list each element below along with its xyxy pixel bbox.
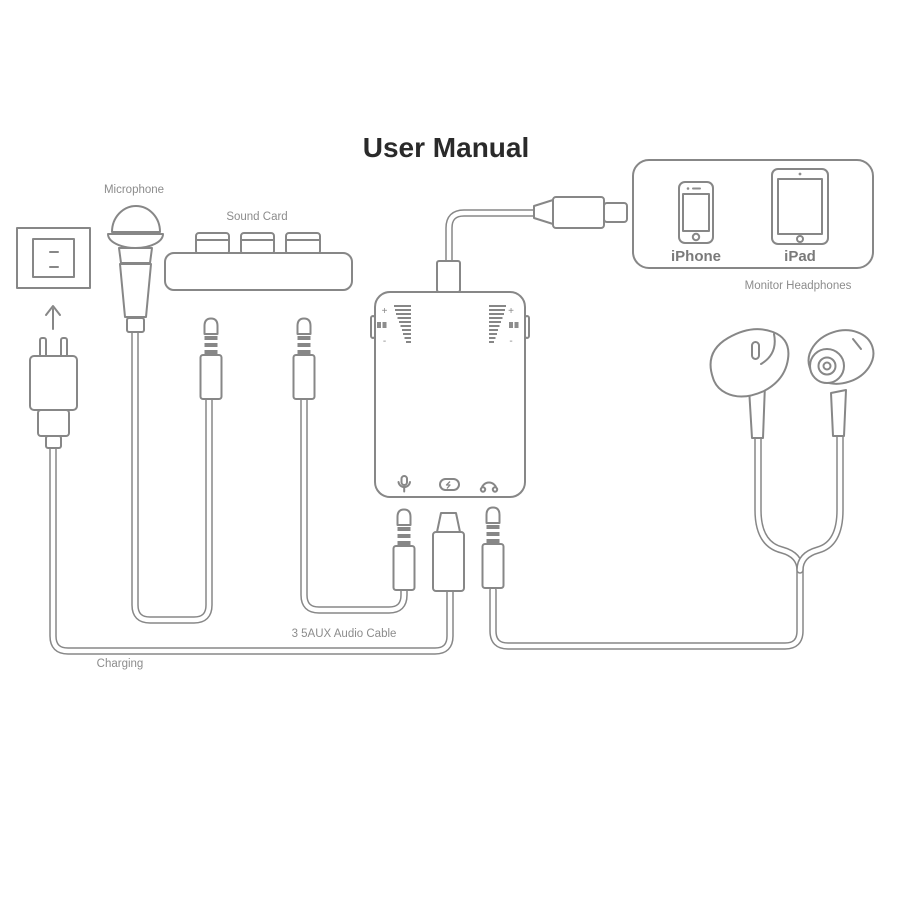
earbud-right	[807, 329, 875, 437]
headphones-cable	[493, 436, 840, 646]
volume-marking-glyph	[514, 322, 519, 328]
aux-plug-soundcard-out	[291, 316, 317, 401]
microphone-illustration	[107, 205, 164, 333]
svg-text:+: +	[508, 306, 514, 317]
microphone-label: Microphone	[104, 184, 164, 196]
svg-text:-: -	[509, 336, 512, 347]
microphone-cable	[135, 332, 209, 620]
ipad-label: iPad	[784, 248, 816, 265]
volume-marking-glyph	[382, 322, 387, 328]
aux-plug-adapter-mic-in	[391, 507, 417, 592]
arrow-up-icon	[45, 305, 61, 330]
aux-cable-label: 3 5AUX Audio Cable	[292, 628, 397, 640]
microphone-port-icon	[397, 475, 411, 493]
ipad-icon	[771, 168, 829, 245]
battery-charging-icon	[439, 478, 460, 491]
monitor-headphones-label: Monitor Headphones	[745, 280, 852, 292]
sound-card-illustration	[164, 232, 353, 291]
volume-scale-left: + -	[377, 305, 411, 347]
compatible-devices-box: iPhone iPad	[632, 159, 874, 269]
lightning-connector	[533, 196, 628, 229]
charging-label: Charging	[97, 658, 144, 670]
charging-lightning-connector	[432, 512, 465, 592]
headphone-plug	[480, 505, 506, 590]
page-title: User Manual	[363, 132, 530, 163]
iphone-label: iPhone	[671, 248, 721, 265]
volume-marking-glyph	[377, 322, 381, 328]
earbud-left	[709, 328, 790, 439]
iphone-icon	[678, 181, 714, 244]
volume-scale-right: + -	[489, 305, 519, 347]
lightning-cable	[449, 213, 534, 263]
headphones-port-icon	[479, 481, 499, 493]
aux-plug-mic-to-soundcard	[198, 316, 224, 401]
usb-power-adapter	[29, 337, 78, 449]
sound-card-label: Sound Card	[226, 211, 287, 223]
svg-text:+: +	[382, 306, 388, 317]
svg-text:-: -	[383, 336, 386, 347]
volume-marking-glyph	[509, 322, 513, 328]
wall-outlet	[16, 227, 91, 289]
adapter-top-connector	[436, 260, 461, 293]
audio-adapter-illustration: + - +	[370, 260, 530, 498]
